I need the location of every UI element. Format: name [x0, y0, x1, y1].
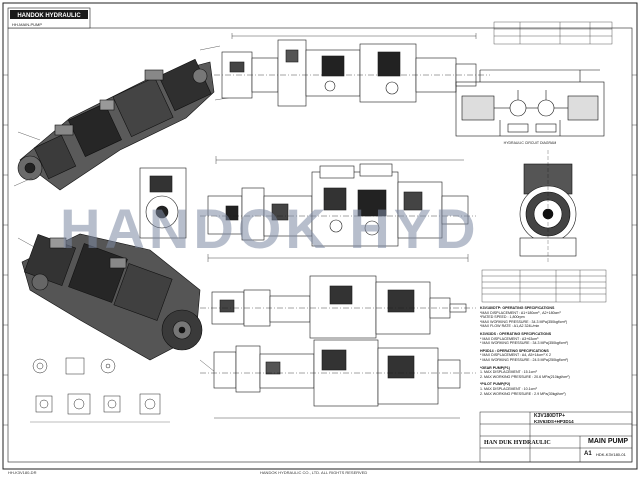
title-drawing-no: HDK-K3V180-01	[596, 452, 626, 457]
revision-table	[493, 21, 613, 45]
side-view-main	[139, 156, 476, 262]
hydraulic-circuit-caption: HYDRAULIC CIRCUIT DIAGRAM	[504, 141, 557, 145]
title-model-line-1: K3V180DTP+	[534, 413, 565, 419]
drawing-frame	[2, 2, 638, 470]
spec-text-block: K3V180DTP: OPERATING SPECIFICATIONS *MAX…	[480, 306, 630, 396]
header-ref-text: HH-MAIN-PUMP	[12, 22, 42, 27]
title-model-line-2: K3V63DS+HP3D14	[534, 419, 574, 424]
pilot-spec-title: *PILOT PUMP(P2)	[480, 382, 511, 387]
iso-view-top	[17, 58, 215, 191]
main-spec-line: *MAX DISPLACEMENT : A1+180cm³ , A2+180cm…	[480, 310, 561, 315]
gear-spec-title: *GEAR PUMP(P1)	[480, 365, 510, 370]
pilot-spec-line: 1. MAX DISPLACEMENT : 10.1cm³	[480, 386, 537, 391]
company-logo-text: HANDOK HYDRAULIC	[17, 13, 81, 19]
hydraulic-circuit-diagram	[455, 69, 605, 137]
aux1-spec-line: * MAX WORKING PRESSURE : 34.3 MPa(350kgf…	[480, 341, 569, 346]
header-logo-block: HANDOK HYDRAULIC HH-MAIN-PUMP	[7, 7, 91, 29]
iso-view-bottom	[21, 233, 203, 361]
side-view-lower	[200, 275, 476, 339]
main-spec-line: *RATED SPEED : 1,800rpm	[480, 315, 525, 320]
gear-spec-line: 1. MAX DISPLACEMENT : 15.1cm³	[480, 370, 537, 375]
end-view-right	[519, 150, 577, 262]
main-spec-line: *MAX WORKING PRESSURE : 34.3 MPa(350kgf/…	[480, 319, 568, 324]
aux2-spec-title: HP3D14 : OPERATING SPECIFICATIONS	[480, 348, 549, 353]
port-detail-views	[30, 357, 170, 423]
gear-spec-line: 2. MAX WORKING PRESSURE : 20.6 MPa(210kg…	[480, 374, 570, 379]
leader-lines-left	[13, 45, 241, 373]
main-spec-title: K3V180DTP: OPERATING SPECIFICATIONS	[480, 306, 555, 310]
aux1-spec-line: * MAX DISPLACEMENT : A3+63cm³	[480, 336, 539, 341]
aux1-spec-title: K3V63DS : OPERATING SPECIFICATIONS	[480, 331, 552, 336]
top-orthographic-view	[214, 33, 490, 107]
main-spec-line: *MAX FLOW RATE : A1,A2 324L/min	[480, 324, 540, 329]
aux2-spec-line: * MAX DISPLACEMENT : A4, A5+14cm³ X 2	[480, 353, 551, 358]
title-block	[479, 411, 633, 463]
spec-table-grid	[481, 269, 607, 303]
aux2-spec-line: * MAX WORKING PRESSURE : 24.5 MPa(250kgf…	[480, 357, 569, 362]
title-company: HAN DUK HYDRAULIC	[484, 440, 551, 446]
side-view-bottom	[200, 339, 476, 419]
pilot-spec-line: 2. MAX WORKING PRESSURE : 2.9 MPa(30kgf/…	[480, 391, 566, 396]
footer-center-note: HANDOK HYDRAULIC CO., LTD. ALL RIGHTS RE…	[260, 470, 368, 475]
watermark-text: HANDOK HYD	[60, 197, 480, 260]
title-drawing-title: MAIN PUMP	[588, 438, 629, 445]
footer-left-ref: HH-K3V180-DR	[8, 470, 37, 475]
title-scale: A1	[584, 451, 592, 457]
